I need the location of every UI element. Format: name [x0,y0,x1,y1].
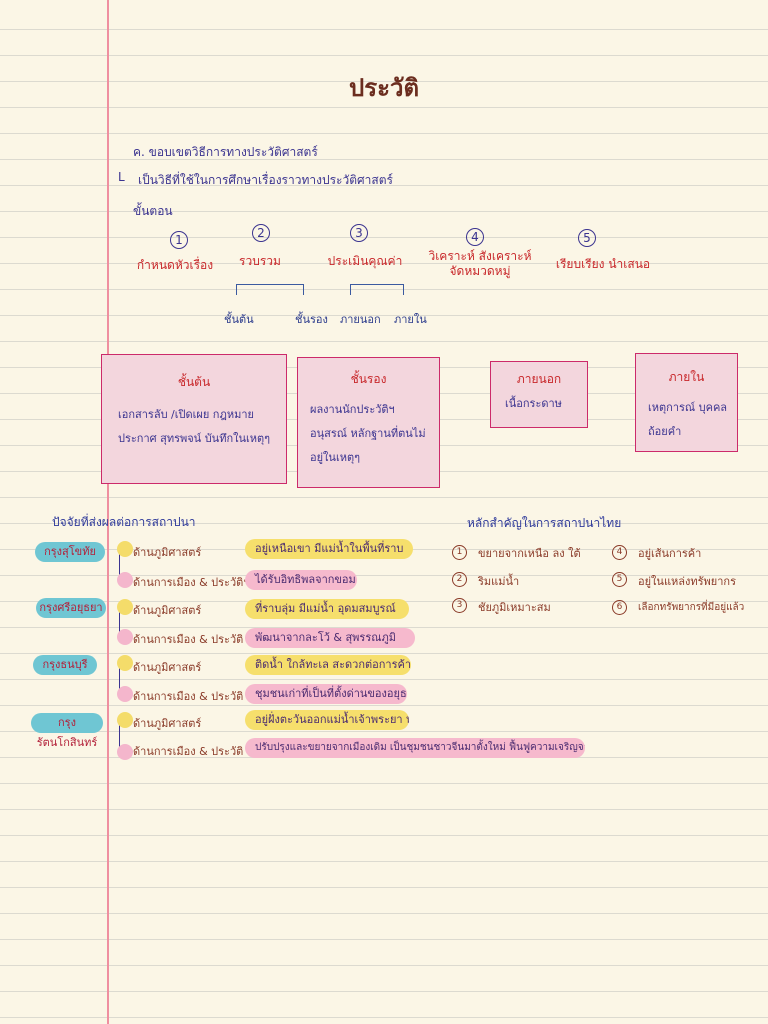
step-1-label: กำหนดหัวเรื่อง [136,258,214,272]
era-thonburi: กรุงธนบุรี [33,655,97,675]
step-1-number: 1 [170,231,188,249]
bracket-collect [236,284,304,295]
box-internal-text: เหตุการณ์ บุคคล ถ้อยคำ [648,401,728,438]
sub-label-primary: ชั้นต้น [224,313,254,326]
box-internal-criticism: ภายใน เหตุการณ์ บุคคล ถ้อยคำ [635,353,738,452]
box-secondary-sources: ชั้นรอง ผลงานนักประวัติฯ อนุสรณ์ หลักฐาน… [297,357,440,488]
era-3-row-1-note: ติดน้ำ ใกล้ทะเล สะดวกต่อการค้า [245,655,411,675]
heading-a: ค. ขอบเขตวิธีการทางประวัติศาสตร์ [133,145,318,159]
principle-5-text: อยู่ในแหล่งทรัพยากร [638,575,736,588]
box-primary-title: ชั้นต้น [177,375,211,389]
box-primary-sources: ชั้นต้น เอกสารลับ /เปิดเผย กฎหมาย ประกาศ… [101,354,287,484]
era-4-row-2-note: ปรับปรุงและขยายจากเมืองเดิม เป็นชุมชนชาว… [245,738,585,758]
principle-4-text: อยู่เส้นการค้า [638,547,702,560]
era-3-row-2-label: ด้านการเมือง & ประวัติ [133,690,244,703]
principle-4-number: 4 [612,545,627,560]
heading-b-marker: L [118,170,125,184]
era-4-row-1-label: ด้านภูมิศาสตร์ [133,717,202,730]
era-2-row-1-label: ด้านภูมิศาสตร์ [133,604,202,617]
principle-1-number: 1 [452,545,467,560]
sub-label-secondary: ชั้นรอง [295,313,328,326]
sub-label-internal: ภายใน [394,313,427,326]
era-3-row-2-note: ชุมชนเก่าที่เป็นที่ตั้งด่านของอยุธยา [245,684,407,704]
era-sukhothai: กรุงสุโขทัย [35,542,105,562]
principle-6-text: เลือกทรัพยากรที่มีอยู่แล้ว [638,602,745,613]
step-2-number: 2 [252,224,270,242]
heading-b: เป็นวิธีที่ใช้ในการศึกษาเรื่องราวทางประว… [138,173,393,187]
era-rattanakosin: กรุงรัตนโกสินทร์ [31,713,103,749]
principles-heading: หลักสำคัญในการสถาปนาไทย [467,516,622,530]
principle-2-text: ริมแม่น้ำ [478,575,520,588]
factors-heading: ปัจจัยที่ส่งผลต่อการสถาปนา [52,515,196,529]
box-external-title: ภายนอก [516,372,562,386]
sub-label-external: ภายนอก [340,313,381,326]
step-5-label: เรียบเรียง นำเสนอ [555,257,651,271]
principle-1-text: ขยายจากเหนือ ลง ใต้ [478,547,581,560]
page-title: ประวัติ [348,74,420,102]
era-ayutthaya: กรุงศรีอยุธยา [36,598,106,618]
margin-line [107,0,109,1024]
step-4-label: วิเคราะห์ สังเคราะห์ จัดหมวดหมู่ [428,249,532,278]
era-2-row-2-note: พัฒนาจากละโว้ & สุพรรณภูมิ [245,628,415,648]
principle-2-number: 2 [452,572,467,587]
era-2-row-2-label: ด้านการเมือง & ประวัติ [133,633,244,646]
box-secondary-text: ผลงานนักประวัติฯ อนุสรณ์ หลักฐานที่ตนไม่… [310,403,426,464]
box-secondary-title: ชั้นรอง [350,372,387,386]
era-1-row-2-label: ด้านการเมือง & ประวัติฯ [133,576,250,589]
box-primary-text: เอกสารลับ /เปิดเผย กฎหมาย ประกาศ สุทรพจน… [118,408,271,445]
steps-label: ขั้นตอน [133,204,173,218]
era-2-row-1-note: ที่ราบลุ่ม มีแม่น้ำ อุดมสมบูรณ์ [245,599,409,619]
box-internal-title: ภายใน [668,370,705,384]
principle-3-number: 3 [452,598,467,613]
principle-6-number: 6 [612,600,627,615]
principle-3-text: ชัยภูมิเหมาะสม [478,601,551,614]
step-3-number: 3 [350,224,368,242]
era-4-row-1-note: อยู่ฝั่งตะวันออกแม่น้ำเจ้าพระยา ทำเลดี [245,710,409,730]
box-external-text: เนื้อกระดาษ [505,397,562,410]
era-3-row-1-label: ด้านภูมิศาสตร์ [133,661,202,674]
era-1-row-2-note: ได้รับอิทธิพลจากขอม [245,570,357,590]
step-3-label: ประเมินคุณค่า [327,254,403,268]
step-4-number: 4 [466,228,484,246]
principle-5-number: 5 [612,572,627,587]
step-2-label: รวบรวม [239,254,281,268]
era-4-row-2-label: ด้านการเมือง & ประวัติ [133,745,244,758]
step-5-number: 5 [578,229,596,247]
era-1-row-1-label: ด้านภูมิศาสตร์ [133,546,202,559]
era-1-row-1-note: อยู่เหนือเขา มีแม่น้ำในพื้นที่ราบ [245,539,413,559]
box-external-criticism: ภายนอก เนื้อกระดาษ [490,361,588,428]
bracket-evaluate [350,284,404,295]
